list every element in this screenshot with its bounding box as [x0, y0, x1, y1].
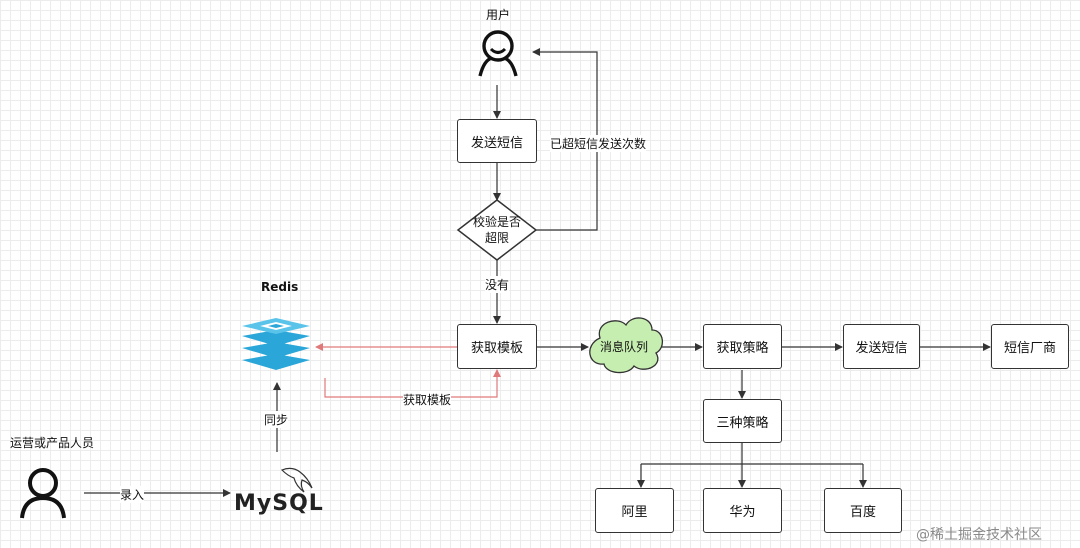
mq-cloud [589, 317, 663, 374]
user-label: 用户 [486, 8, 511, 22]
node-check-label: 校验是否超限 [472, 215, 521, 245]
watermark: @稀土掘金技术社区 [916, 527, 1042, 543]
edge-label-sync: 同步 [264, 411, 289, 428]
check-diamond [456, 199, 538, 261]
node-three-strategies-label: 三种策略 [716, 415, 769, 431]
mysql-logo-icon: MySQL [234, 491, 324, 516]
edge-label-no: 没有 [485, 276, 510, 293]
node-send-sms-label: 发送短信 [470, 135, 523, 151]
edge-label-get-template: 获取模板 [403, 391, 452, 408]
user-icon [476, 28, 520, 78]
node-sms-vendor: 短信厂商 [991, 324, 1069, 369]
node-get-strategy-label: 获取策略 [716, 341, 769, 356]
node-ali-label: 阿里 [621, 505, 648, 520]
node-huawei-label: 华为 [729, 505, 756, 520]
node-get-template-label: 获取模板 [470, 341, 523, 356]
node-ali: 阿里 [595, 488, 674, 533]
node-get-strategy: 获取策略 [703, 324, 782, 369]
edge-label-exceeded: 已超短信发送次数 [550, 135, 647, 152]
edge-label-enter: 录入 [120, 486, 145, 503]
redis-logo-icon [240, 316, 312, 372]
node-baidu-label: 百度 [849, 505, 876, 520]
redis-label: Redis [261, 280, 299, 294]
node-three-strategies: 三种策略 [703, 399, 782, 443]
operator-label: 运营或产品人员 [10, 436, 95, 450]
node-get-template: 获取模板 [457, 324, 537, 369]
mysql-dolphin-icon [278, 464, 318, 494]
node-send-sms-2-label: 发送短信 [855, 341, 908, 356]
node-sms-vendor-label: 短信厂商 [1003, 341, 1056, 356]
node-baidu: 百度 [824, 488, 902, 533]
node-mq-label: 消息队列 [599, 340, 648, 354]
node-huawei: 华为 [703, 488, 782, 533]
operator-icon [16, 466, 70, 520]
node-send-sms-2: 发送短信 [843, 324, 920, 369]
node-send-sms: 发送短信 [457, 119, 537, 163]
